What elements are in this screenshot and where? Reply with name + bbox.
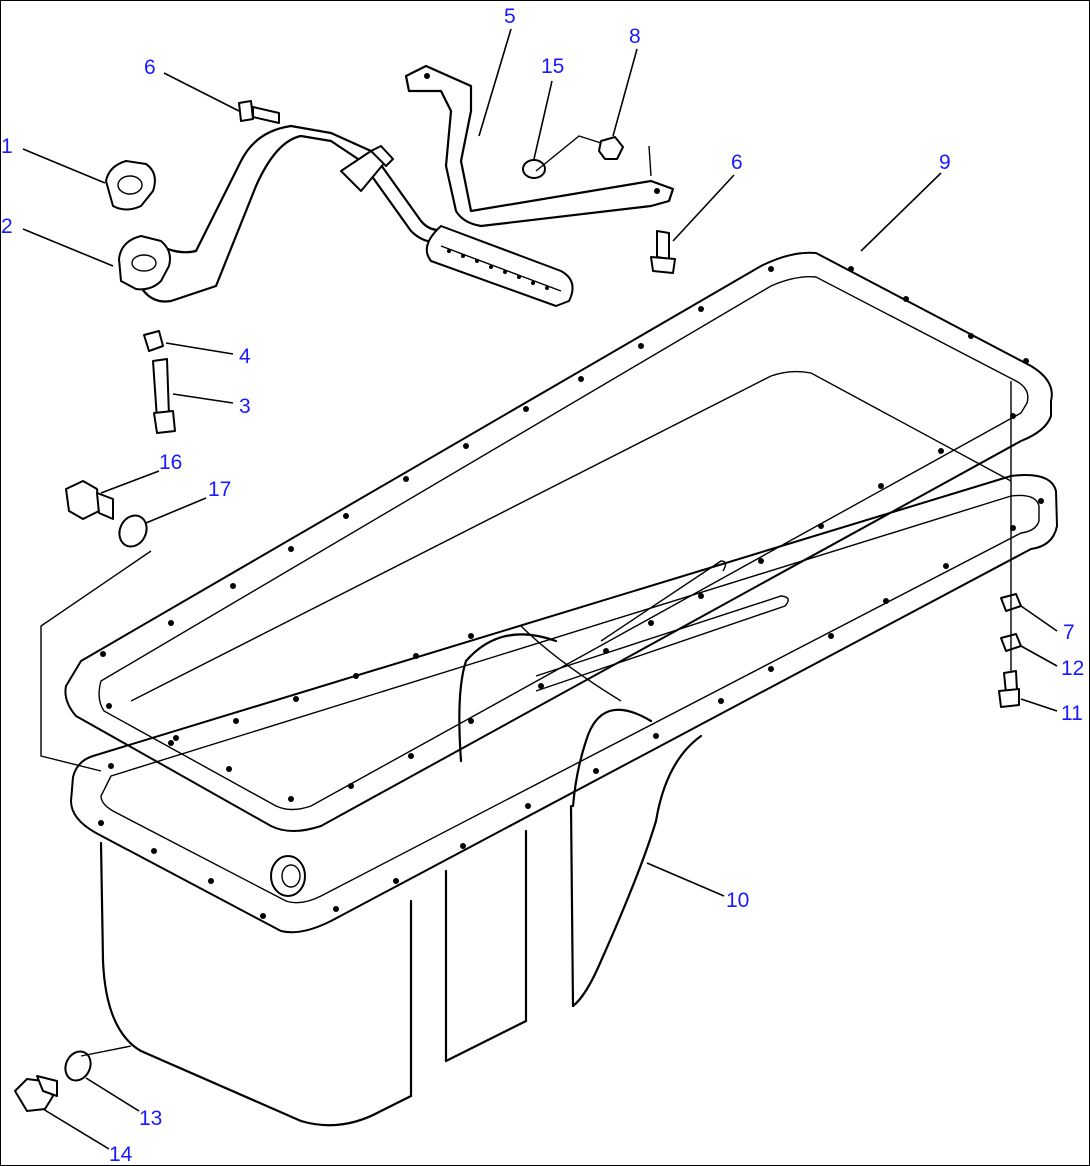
suction-tube bbox=[105, 124, 574, 307]
drain-plug-14 bbox=[14, 1075, 58, 1112]
callout-17: 17 bbox=[208, 478, 231, 501]
callout-3: 3 bbox=[239, 395, 251, 418]
bracket-stud-line bbox=[648, 145, 652, 177]
callout-15: 15 bbox=[541, 55, 564, 78]
callout-6-upper: 6 bbox=[144, 56, 156, 79]
drain-plug-reference-line bbox=[80, 1045, 132, 1057]
gasket-ring-17 bbox=[118, 514, 148, 548]
bolt-3 bbox=[152, 358, 176, 434]
bolt-6-upper bbox=[238, 100, 280, 124]
callout-2: 2 bbox=[1, 215, 13, 238]
support-bracket bbox=[404, 64, 675, 228]
callout-11: 11 bbox=[1061, 702, 1083, 725]
plug-16-reference-line bbox=[40, 550, 152, 772]
bolt-6-right bbox=[650, 230, 676, 274]
gasket-ring-13 bbox=[64, 1050, 92, 1082]
callout-8: 8 bbox=[629, 25, 641, 48]
oil-pan bbox=[70, 474, 1058, 1127]
washer-15 bbox=[522, 159, 546, 179]
nut-8 bbox=[598, 136, 624, 160]
washer-4 bbox=[143, 330, 164, 352]
callout-13: 13 bbox=[139, 1107, 162, 1130]
callout-1: 1 bbox=[1, 135, 13, 158]
callout-16: 16 bbox=[159, 451, 182, 474]
callout-5: 5 bbox=[504, 5, 516, 28]
callout-10: 10 bbox=[726, 889, 749, 912]
plug-16 bbox=[65, 480, 114, 520]
callout-7: 7 bbox=[1063, 621, 1075, 644]
nut-reference-line bbox=[535, 135, 602, 172]
gasket-edge-line bbox=[130, 370, 1012, 702]
callout-4: 4 bbox=[239, 345, 251, 368]
callout-labels: 1 2 3 4 5 6 6 7 8 9 10 11 12 13 14 15 16… bbox=[1, 5, 1084, 1165]
callout-12: 12 bbox=[1061, 657, 1084, 680]
callout-6-right: 6 bbox=[731, 151, 743, 174]
bolt-11 bbox=[998, 670, 1020, 708]
oil-pan-gasket bbox=[64, 251, 1053, 832]
leader-lines bbox=[22, 28, 1058, 1150]
callout-14: 14 bbox=[109, 1143, 133, 1165]
callout-9: 9 bbox=[939, 151, 951, 174]
